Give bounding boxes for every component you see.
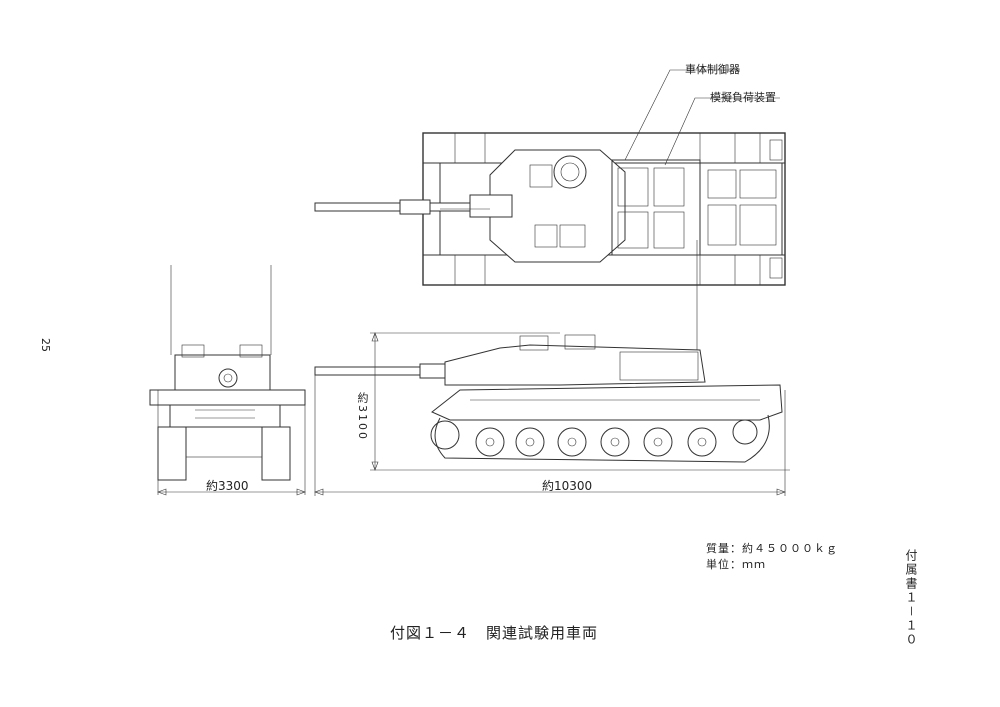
height-dimension-label: 約3100 xyxy=(356,392,369,441)
page-number: 25 xyxy=(39,338,52,352)
top-view xyxy=(314,69,786,286)
width-dimension-label: 約3300 xyxy=(206,479,249,493)
appendix-label: 付属書１－１０ xyxy=(904,549,918,648)
length-dimension-label: 約10300 xyxy=(542,479,593,493)
figure-caption: 付図１－４ 関連試験用車両 xyxy=(390,624,599,642)
side-view xyxy=(314,332,790,496)
callout-vehicle-control-unit: 車体制御器 xyxy=(685,63,740,76)
callout-simulated-load-device: 模擬負荷装置 xyxy=(710,91,776,104)
front-view xyxy=(149,265,306,496)
mass-spec: 質量：約４５０００ｋｇ xyxy=(706,542,838,555)
unit-spec: 単位：ｍｍ xyxy=(706,558,766,571)
